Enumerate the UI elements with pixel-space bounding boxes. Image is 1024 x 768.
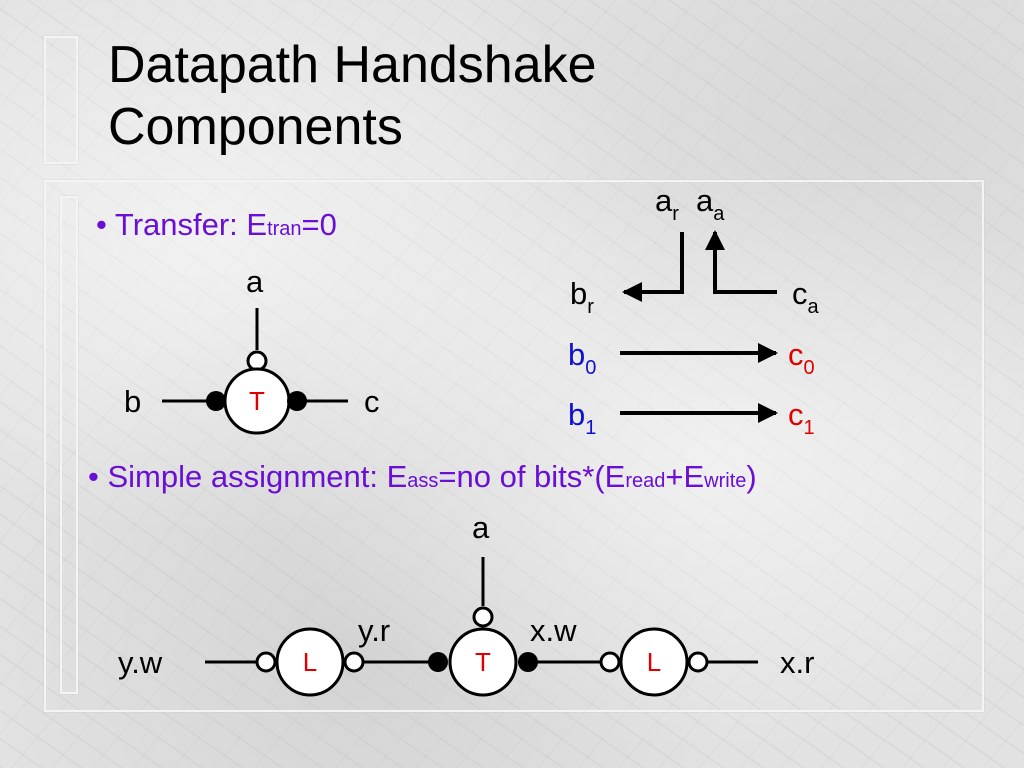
title-line-1: Datapath Handshake bbox=[108, 36, 597, 94]
right-l-node bbox=[619, 627, 689, 697]
transfer-port-b-active bbox=[206, 391, 226, 411]
left-l-node-label: L bbox=[303, 647, 317, 677]
center-t-port-right-active bbox=[518, 652, 538, 672]
signal-a-r-label: ar bbox=[655, 183, 679, 225]
title-line-2: Components bbox=[108, 98, 403, 156]
assign-port-a-passive bbox=[472, 606, 494, 628]
assign-label-y-w: y.w bbox=[118, 645, 163, 680]
transfer-node-label: T bbox=[249, 386, 265, 416]
bullet-assignment: • Simple assignment: Eass=no of bits*(Er… bbox=[88, 459, 757, 494]
center-t-node bbox=[448, 627, 518, 697]
assign-label-y-r: y.r bbox=[358, 613, 390, 648]
content-side-bar bbox=[60, 196, 78, 694]
transfer-component: a b T c bbox=[124, 264, 380, 435]
left-l-port-left-passive bbox=[255, 651, 277, 673]
title-frame bbox=[44, 36, 78, 164]
center-t-port-left-active bbox=[428, 652, 448, 672]
signal-c0-label: c0 bbox=[788, 337, 815, 379]
assign-port-a-label: a bbox=[472, 510, 490, 545]
content-frame bbox=[44, 180, 984, 712]
request-arrow-a-to-b bbox=[622, 232, 684, 302]
left-l-node bbox=[275, 627, 345, 697]
right-l-port-left-passive bbox=[599, 651, 621, 673]
assign-label-x-w: x.w bbox=[530, 613, 577, 648]
assignment-component: a y.w L y.r T x.w L x.r bbox=[118, 510, 814, 697]
bullet-transfer: • Transfer: Etran=0 bbox=[96, 207, 337, 242]
page-title: Datapath Handshake Components bbox=[108, 34, 597, 158]
ack-arrow-c-to-a bbox=[705, 230, 777, 294]
transfer-port-c-label: c bbox=[364, 384, 380, 419]
assign-label-x-r: x.r bbox=[780, 645, 814, 680]
transfer-port-a-label: a bbox=[246, 264, 264, 299]
center-t-node-label: T bbox=[475, 647, 491, 677]
signal-b0-label: b0 bbox=[568, 337, 596, 379]
right-l-port-right-passive bbox=[687, 651, 709, 673]
signal-b1-label: b1 bbox=[568, 397, 596, 439]
signal-a-a-label: aa bbox=[696, 183, 725, 225]
left-l-port-right-passive bbox=[343, 651, 365, 673]
transfer-port-a-passive bbox=[246, 350, 268, 372]
transfer-port-b-label: b bbox=[124, 384, 141, 419]
transfer-port-c-active bbox=[287, 391, 307, 411]
handshake-signals: ar aa br ca b0 c0 b1 c1 bbox=[568, 183, 820, 439]
signal-b-r-label: br bbox=[570, 276, 594, 318]
right-l-node-label: L bbox=[647, 647, 661, 677]
signal-c1-label: c1 bbox=[788, 397, 815, 439]
signal-c-a-label: ca bbox=[792, 276, 820, 318]
